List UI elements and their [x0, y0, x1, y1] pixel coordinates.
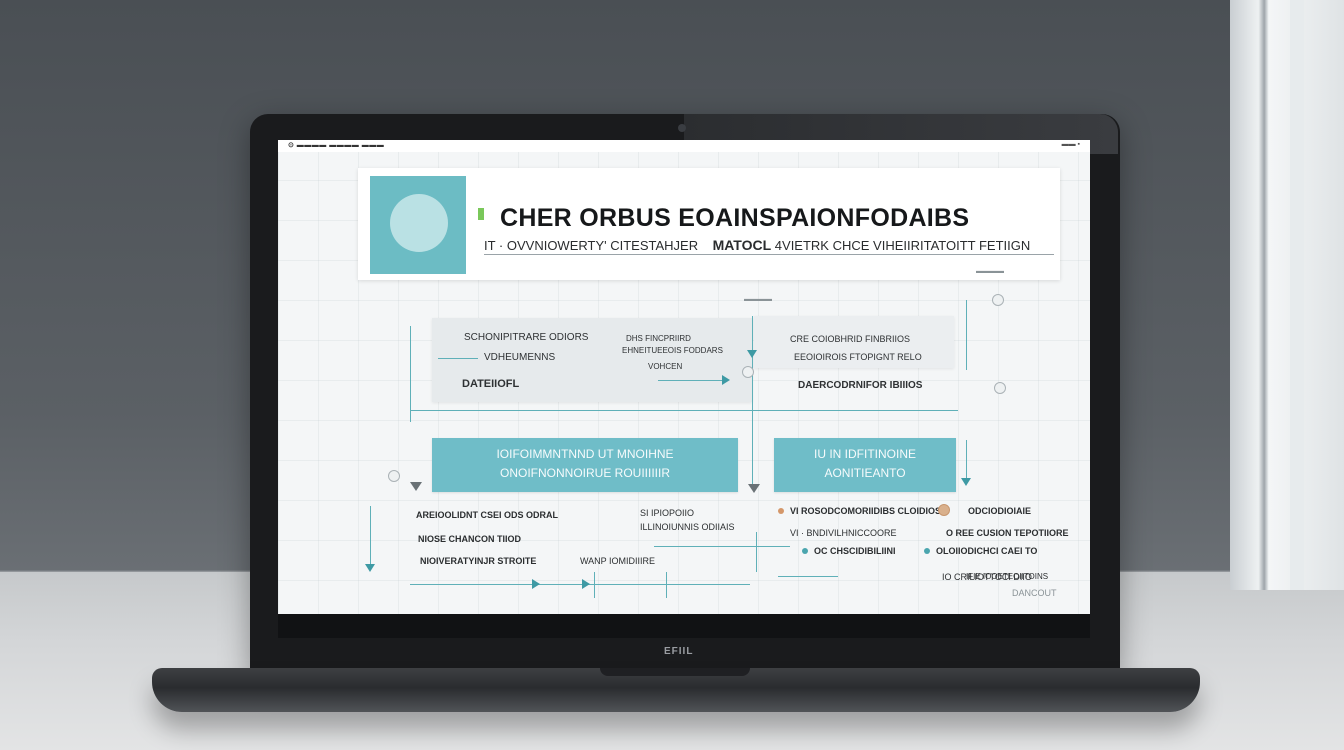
panel-left[interactable]: [432, 318, 752, 402]
flow-arrow-1-icon: [532, 579, 540, 589]
side-circle-icon-2[interactable]: [994, 382, 1006, 394]
list-left-arrow-icon: [365, 564, 375, 572]
list-right-item5: IFIE IOOETEOIITOINS: [966, 572, 1049, 581]
arrow-down-center-icon: [748, 484, 760, 493]
panel-left-line1: SCHONIPITRARE ODIORS: [464, 332, 589, 343]
list-far-right-item3: IO CRILIOTTOCI DIIO: [942, 572, 1032, 582]
panel-mid-line3: VOHCEN: [648, 362, 683, 371]
list-far-right-item1: ODCIODIOIAIE: [968, 506, 1032, 516]
list-right-item2: VI · BNDIVILHNICCOORE: [790, 528, 897, 538]
panel-right-line1: CRE COIOBHRID FINBRIIOS: [790, 334, 911, 344]
arrow-down-icon: [747, 350, 757, 358]
arrow-down-left-icon: [410, 482, 422, 491]
right-connector-lower: [966, 440, 967, 480]
title-marker-icon: [478, 208, 484, 220]
flow-tick-2: [666, 572, 667, 598]
logo-circle-icon: [390, 194, 448, 252]
flow-tick-1: [594, 572, 595, 598]
page-title: CHER ORBUS EOAINSPAIONFODAIBS: [500, 204, 970, 232]
bottom-flow-line: [410, 584, 750, 585]
panel-right-line2: EEOIOIROIS FTOPIGNT RELO: [794, 352, 922, 362]
topbar-system-tray[interactable]: ▬▬ ▪: [1061, 141, 1080, 148]
box-right-line2: AONITIEANTO: [824, 466, 906, 480]
box-left-line1: IOIFOIMMNTNND UT MNOIHNE: [496, 447, 674, 461]
arrow-right-icon: [722, 375, 730, 385]
box-left-line2: ONOIFNONNOIRUE ROUIIIIIIR: [499, 466, 670, 480]
laptop-screen: ⊙ ▬▬▬▬ ▬▬▬▬ ▬▬▬ ▬▬ ▪ CHER ORBUS EOAINSPA…: [278, 140, 1090, 614]
center-connector: [752, 316, 753, 488]
list-right-dot-2: [802, 548, 808, 554]
list-left-item4: WANP IOMIDIIIRE: [580, 556, 656, 566]
side-circle-icon-3[interactable]: [388, 470, 400, 482]
list-right-item1: VI ROSODCOMORIIDIBS CLOIDIOS: [790, 506, 942, 516]
screen-bezel-bottom: [278, 614, 1090, 638]
mid-branch: [658, 380, 728, 381]
list-right-dot-1: [778, 508, 784, 514]
window-mullion: [1290, 0, 1304, 590]
panel-left-label: DATEIIOFL: [462, 378, 520, 390]
arrow-down-right-icon: [961, 478, 971, 486]
right-connector: [966, 300, 967, 370]
list-mid-item1: SI IPIOPOIIO: [640, 508, 695, 518]
list-left-item2: NIOSE CHANCON TIIOD: [418, 534, 522, 544]
list-right-dot-3: [924, 548, 930, 554]
subtitle-divider: [484, 254, 1054, 255]
subtitle-left: IT · OVVNIOWERTY' CITESTAHJER: [484, 238, 699, 253]
window-frame: [1230, 0, 1344, 590]
box-right-line1: IU IN IDFITINOINE: [814, 447, 916, 461]
webcam-icon: [678, 124, 686, 132]
page-subtitle: IT · OVVNIOWERTY' CITESTAHJER MATOCL 4VI…: [484, 237, 1030, 253]
box-right[interactable]: IU IN IDFITINOINE AONITIEANTO: [774, 438, 956, 492]
base-notch: [600, 668, 750, 676]
list-left-item1: AREIOOLIDNT CSEI ODS ODRAL: [416, 510, 559, 520]
panel-mid-line2: EHNEITUEEOIS FODDARS: [622, 346, 723, 355]
mid-right-line: [778, 576, 838, 577]
panel-left-line2: VDHEUMENNS: [484, 352, 556, 363]
list-right-item4: OLOIIODICHCI CAEI TO: [936, 546, 1038, 556]
subtitle-bold: MATOCL: [712, 237, 772, 253]
list-mid-item2: ILLINOIUNNIS ODIIAIS: [640, 522, 735, 532]
header-card: [358, 168, 1060, 280]
mid-top-tag: ▬▬▬▬: [744, 296, 772, 303]
screen-topbar: ⊙ ▬▬▬▬ ▬▬▬▬ ▬▬▬ ▬▬ ▪: [278, 140, 1090, 152]
list-far-right-item2: O REE CUSION TEPOTIIORE: [946, 528, 1069, 538]
left-connector: [410, 326, 411, 422]
logo-tile: [370, 176, 466, 274]
side-circle-icon-4[interactable]: [742, 366, 754, 378]
panel-mid-line1: DHS FINCPRIIRD: [626, 334, 691, 343]
list-left-item3: NIOIVERATYINJR STROITE: [420, 556, 537, 566]
topbar-menu[interactable]: ⊙ ▬▬▬▬ ▬▬▬▬ ▬▬▬: [288, 142, 385, 149]
panel-right-label: DAERCODRNIFOR IBIIIOS: [798, 380, 923, 391]
panel-right[interactable]: [754, 316, 954, 368]
avatar-icon: [938, 504, 950, 516]
subtitle-right: 4VIETRK CHCE VIHEIIRITATOITT FETIIGN: [774, 238, 1031, 253]
list-left-rail: [370, 506, 371, 570]
list-far-right-item4: DANCOUT: [1012, 588, 1057, 598]
list-right-item3: OC CHSCIDIBILIINI: [814, 546, 896, 556]
mid-connector: [410, 410, 958, 411]
side-circle-icon-1[interactable]: [992, 294, 1004, 306]
box-left[interactable]: IOIFOIMMNTNND UT MNOIHNE ONOIFNONNOIRUE …: [432, 438, 738, 492]
left-branch: [438, 358, 478, 359]
mid-list-rail: [756, 532, 757, 572]
brand-mark: EFIIL: [664, 646, 694, 657]
top-right-tag: ▬▬▬▬: [976, 268, 1004, 275]
mid-list-line: [654, 546, 790, 547]
flow-arrow-2-icon: [582, 579, 590, 589]
